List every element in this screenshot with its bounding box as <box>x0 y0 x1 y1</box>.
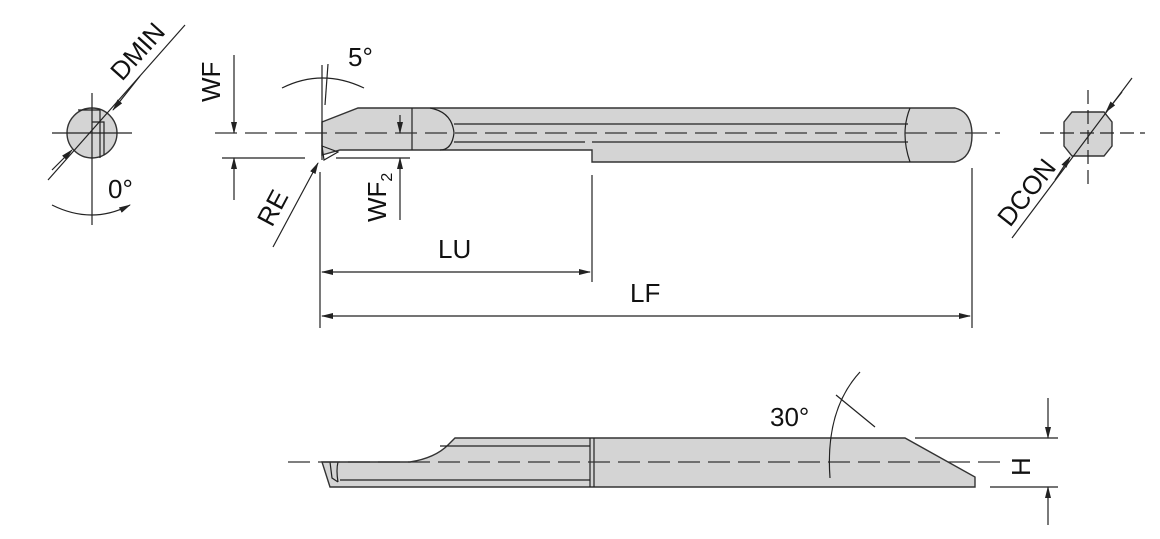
left-end-view: DMIN 0° <box>47 17 186 225</box>
right-end-view: DCON <box>991 77 1145 239</box>
dcon-label: DCON <box>991 153 1062 232</box>
five-angle-label: 5° <box>348 42 373 72</box>
wf2-label: WF2 <box>362 173 396 222</box>
thirty-angle-label: 30° <box>770 402 809 432</box>
re-label: RE <box>251 185 294 231</box>
top-view: WF WF2 5° RE LU LF <box>196 42 1000 328</box>
dmin-label: DMIN <box>104 17 171 86</box>
lf-label: LF <box>630 278 660 308</box>
h-label: H <box>1006 457 1036 476</box>
wf-label: WF <box>196 62 226 102</box>
side-view: H 30° <box>288 371 1058 525</box>
zero-angle-label: 0° <box>108 174 133 204</box>
lu-label: LU <box>438 234 471 264</box>
